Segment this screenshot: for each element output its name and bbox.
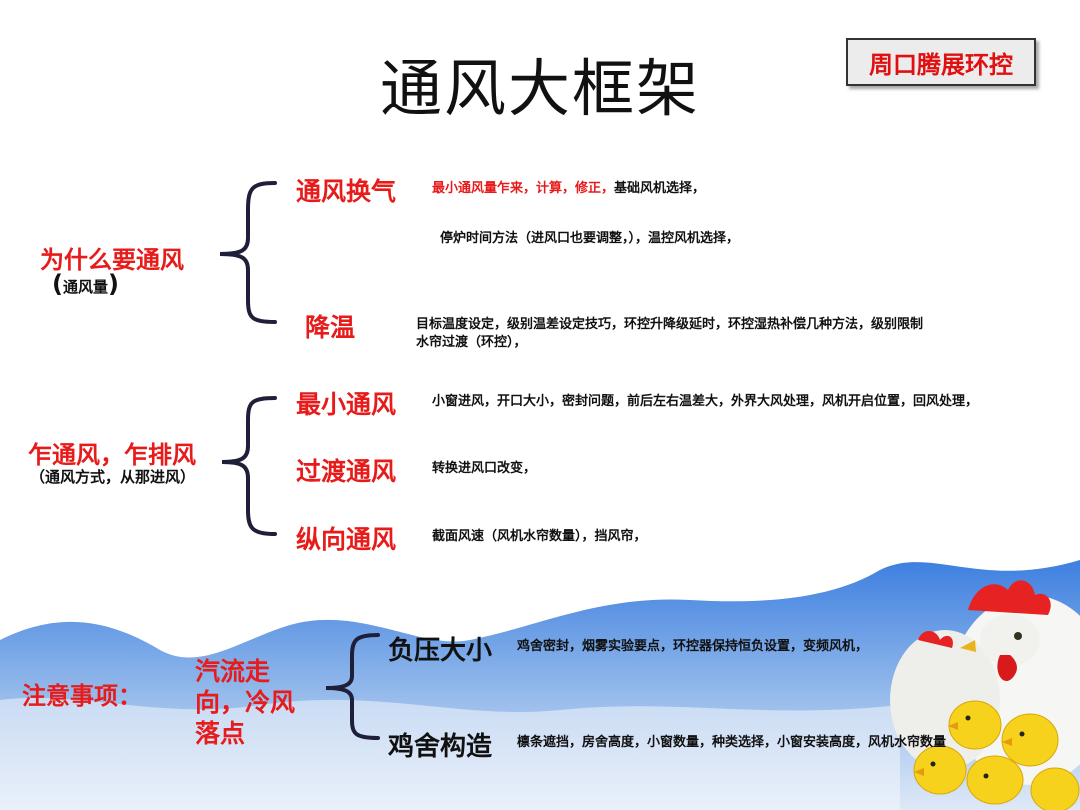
detail-min-ventilation: 小窗进风，开口大小，密封问题，前后左右温差大，外界大风处理，风机开启位置，回风处… bbox=[432, 394, 979, 409]
chicken-illustration bbox=[890, 580, 1080, 810]
why-sub: (通风量) bbox=[52, 270, 119, 298]
branch-cooling: 降温 bbox=[305, 313, 356, 342]
detail-ventilation-exchange: 最小通风量乍来，计算，修正，基础风机选择， bbox=[432, 181, 706, 196]
detail-house-structure: 檩条遮挡，房舍高度，小窗数量，种类选择，小窗安装高度，风机水帘数量 bbox=[517, 735, 947, 750]
detail-transition-ventilation: 转换进风口改变， bbox=[432, 461, 537, 476]
notes-label: 注意事项： bbox=[22, 682, 142, 710]
page-title: 通风大框架 bbox=[380, 52, 701, 125]
bracket-how bbox=[221, 396, 277, 536]
bracket-why bbox=[219, 181, 277, 324]
branch-transition-ventilation: 过渡通风 bbox=[296, 457, 397, 486]
how-label: 乍通风，乍排风 bbox=[28, 441, 196, 469]
brand-badge: 周口腾展环控 bbox=[846, 38, 1036, 86]
detail-cooling: 目标温度设定，级别温差设定技巧，环控升降级延时，环控湿热补偿几种方法，级别限制 … bbox=[416, 317, 924, 350]
why-sub-text: 通风量 bbox=[62, 278, 108, 296]
detail-stop-method: 停炉时间方法（进风口也要调整，），温控风机选择， bbox=[440, 231, 740, 246]
bracket-notes bbox=[325, 633, 380, 740]
why-label: 为什么要通风 bbox=[40, 246, 184, 274]
how-sub: （通风方式，从那进风） bbox=[30, 468, 196, 486]
detail-negative-pressure: 鸡舍密封，烟雾实验要点，环控器保持恒负设置，变频风机， bbox=[517, 639, 869, 654]
branch-negative-pressure: 负压大小 bbox=[388, 636, 493, 666]
notes-topic: 汽流走 向，冷风 落点 bbox=[195, 657, 296, 748]
detail-tunnel-ventilation: 截面风速（风机水帘数量），挡风帘， bbox=[432, 529, 647, 544]
branch-tunnel-ventilation: 纵向通风 bbox=[296, 525, 397, 554]
branch-min-ventilation: 最小通风 bbox=[296, 390, 397, 419]
branch-house-structure: 鸡舍构造 bbox=[388, 732, 493, 762]
branch-ventilation-exchange: 通风换气 bbox=[296, 177, 397, 206]
